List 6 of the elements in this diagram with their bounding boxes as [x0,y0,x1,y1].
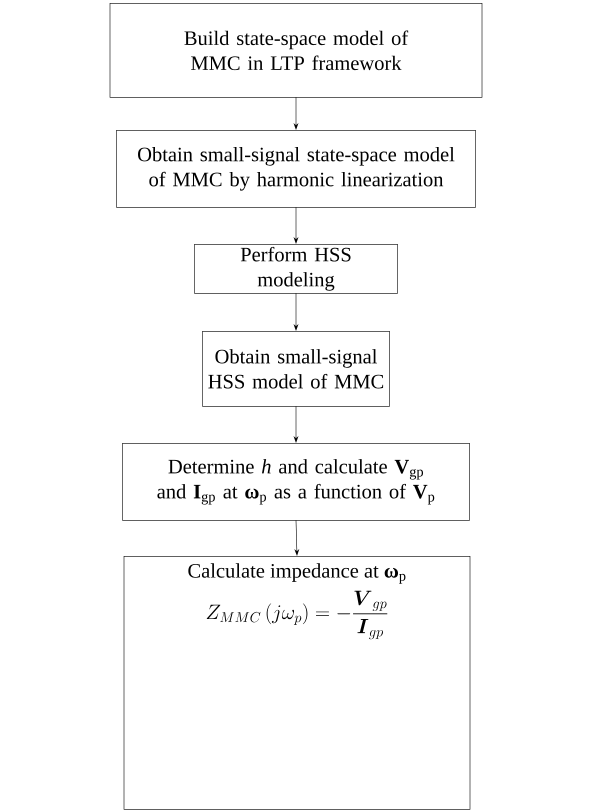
process-box: Perform HSS modeling [194,244,398,294]
process-box: Build state-space model of MMC in LTP framework [110,3,482,98]
process-box: Determine h and calculate V$_{gp}$ and I$_{gp}$ at ω$_{p}$ as a function of V$_{p}$ [122,443,470,521]
process-box: Obtain small-signal HSS model of MMC [202,331,390,407]
process-box: Obtain small-signal state-space model of MMC by harmonic linearization [116,130,476,208]
process-box: Calculate impedance at ω$_{p}$ $Z_{MMC}\left(j\omega_p\right)=-\frac{\boldsymbol{V}_{gp}}{\boldsymbol{I}_{gp}}$ [124,556,470,810]
